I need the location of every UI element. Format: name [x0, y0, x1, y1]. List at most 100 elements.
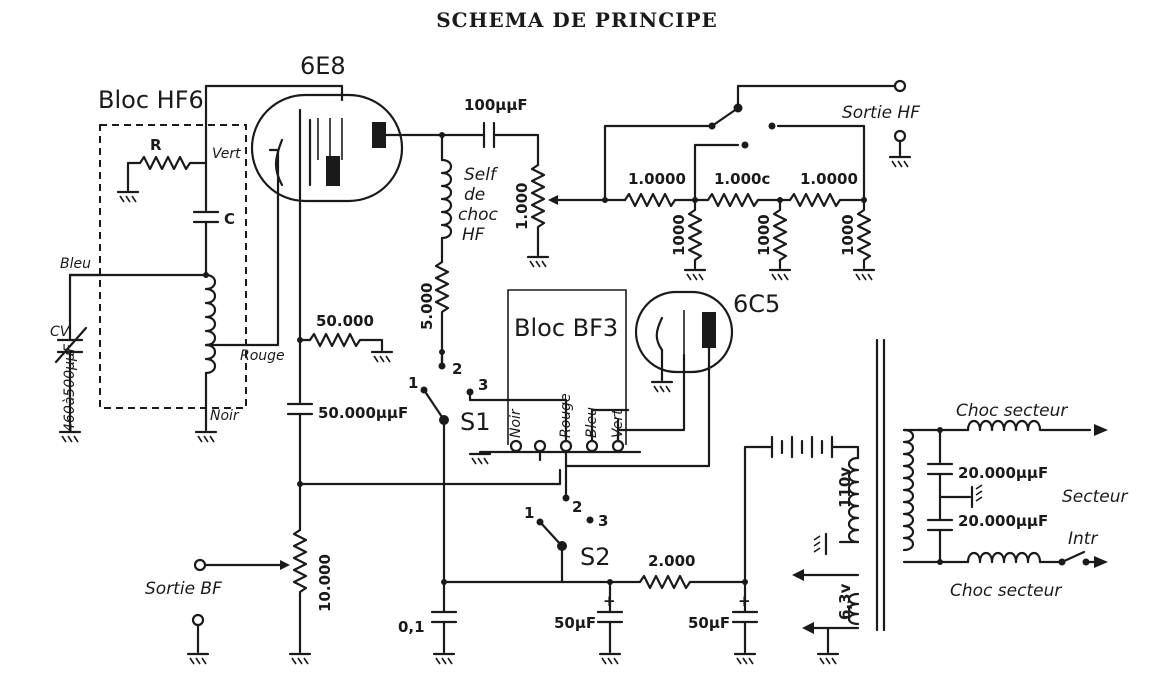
- wire: [564, 346, 711, 468]
- resistor-ladder-1: 1.0000: [623, 170, 697, 208]
- mains-switch: Intr: [1058, 529, 1108, 568]
- ground-symbol: [598, 652, 622, 665]
- secteur-label: Secteur: [1062, 487, 1128, 507]
- wire-label-rouge: Rouge: [240, 348, 285, 364]
- rectifier-battery-symbol: [770, 435, 834, 459]
- ground-symbol: [970, 484, 983, 509]
- bf3-pin-noir: Noir: [508, 408, 524, 438]
- capacitor-20000pf-1-label: 20.000μμF: [958, 464, 1048, 482]
- choc-secteur-2-label: Choc secteur: [950, 581, 1062, 601]
- capacitor-c: C: [192, 210, 235, 228]
- tube-6e8: 6E8: [250, 52, 404, 203]
- ground-symbol: [813, 532, 828, 556]
- wire: [204, 148, 280, 347]
- wire: [830, 445, 860, 460]
- ground-symbol: [683, 268, 707, 281]
- tube-6c5: 6C5: [634, 290, 780, 374]
- resistor-50000-label: 50.000: [316, 312, 374, 330]
- ground-symbol: [852, 268, 876, 281]
- switch-s2: 1 2 3 S2: [524, 494, 611, 571]
- capacitor-20000pf-2-label: 20.000μμF: [958, 512, 1048, 530]
- ground-symbol: [768, 268, 792, 281]
- resistor-r-label: R: [150, 136, 162, 154]
- capacitor-20000pf-2: 20.000μμF: [926, 512, 1048, 532]
- wire: [492, 133, 540, 167]
- c50-2-polarity: +: [738, 592, 751, 610]
- bloc-bf3-label: Bloc BF3: [514, 314, 618, 342]
- sortie-bf-label: Sortie BF: [145, 579, 222, 599]
- sortie-bf-terminal: [193, 558, 207, 572]
- wire: [693, 143, 740, 202]
- shunt-3-label: 1000: [839, 214, 857, 256]
- capacitor-20000pf-1: 20.000μμF: [926, 462, 1048, 482]
- s2-position-1: 1: [524, 504, 534, 522]
- shunt-resistor-2: 1000: [755, 198, 788, 270]
- bloc-bf3: Bloc BF3 Noir Rouge Bleu Vert: [478, 289, 642, 454]
- potentiometer-bf: 10.000: [203, 528, 334, 654]
- ladder-1-label: 1.0000: [628, 170, 686, 188]
- capacitor-0-1-label: 0,1: [398, 618, 425, 636]
- ground-symbol: [733, 652, 757, 665]
- ground-symbol: [370, 350, 394, 363]
- resistor-50000: 50.000: [298, 312, 384, 352]
- heater-arrow: [792, 569, 804, 581]
- shunt-2-label: 1000: [755, 214, 773, 256]
- cv-range-label: 460à500μμF: [62, 343, 78, 432]
- resistor-r: R: [126, 136, 208, 192]
- wire-label-bleu: Bleu: [60, 256, 91, 272]
- choc-secteur-1-label: Choc secteur: [956, 401, 1068, 421]
- capacitor-50uf-1-label: 50μF: [554, 614, 596, 632]
- wire: [590, 408, 630, 443]
- wire: [776, 124, 866, 202]
- bloc-hf6-label: Bloc HF6: [98, 86, 204, 114]
- capacitor-50uf-2-label: 50μF: [688, 614, 730, 632]
- wire: [204, 84, 344, 102]
- s1-position-3: 3: [478, 376, 488, 394]
- ground-symbol: [288, 652, 312, 665]
- s2-position-2: 2: [572, 498, 582, 516]
- choke-label-1: Self: [464, 165, 499, 185]
- ladder-2-label: 1.000c: [714, 170, 770, 188]
- ground-symbol: [888, 155, 912, 168]
- ground-symbol: [116, 190, 140, 203]
- capacitor-100pf-label: 100μμF: [464, 96, 528, 114]
- capacitor-50000pf-label: 50.000μμF: [318, 404, 408, 422]
- ground-symbol: [186, 652, 210, 665]
- hf-output-switch: [710, 84, 897, 128]
- capacitor-50uf-2: + 50μF: [688, 592, 759, 632]
- shunt-1-label: 1000: [670, 214, 688, 256]
- choc-secteur-1: Choc secteur: [956, 401, 1108, 436]
- c50-1-polarity: +: [603, 592, 616, 610]
- ground-symbol: [194, 430, 218, 443]
- choke-label-4: HF: [462, 225, 485, 245]
- capacitor-c-label: C: [224, 210, 235, 228]
- resistor-2000-label: 2.000: [648, 552, 695, 570]
- transformer-110v-label: 110v: [836, 467, 854, 508]
- resistor-5000-label: 5.000: [418, 283, 436, 330]
- resistor-5000: 5.000: [418, 236, 450, 342]
- capacitor-0-1: 0,1: [398, 610, 458, 636]
- shunt-resistor-3: 1000: [839, 198, 872, 270]
- tube-6c5-label: 6C5: [733, 290, 780, 318]
- bloc-hf6-boundary: [99, 124, 247, 409]
- bloc-hf6: Bloc HF6: [98, 86, 247, 409]
- cv-label: CV: [50, 324, 71, 340]
- sortie-bf-ground-terminal: [191, 613, 205, 627]
- wire: [603, 124, 714, 202]
- ground-symbol: [816, 652, 840, 665]
- ground-symbol: [58, 430, 82, 443]
- ground-symbol: [432, 652, 456, 665]
- choke-label-2: de: [464, 185, 485, 205]
- sortie-hf-terminal: [893, 79, 907, 93]
- shunt-resistor-1: 1000: [670, 198, 703, 270]
- potentiometer-bf-label: 10.000: [316, 554, 334, 612]
- wire-label-vert: Vert: [212, 146, 241, 162]
- s2-label: S2: [580, 543, 611, 571]
- s2-position-3: 3: [598, 512, 608, 530]
- potentiometer-hf-label: 1.000: [513, 183, 531, 230]
- wire-label-noir: Noir: [210, 408, 240, 424]
- capacitor-50000pf: 50.000μμF: [286, 402, 408, 422]
- potentiometer-hf: 1.000: [513, 163, 607, 257]
- choc-secteur-2: Choc secteur: [950, 551, 1062, 601]
